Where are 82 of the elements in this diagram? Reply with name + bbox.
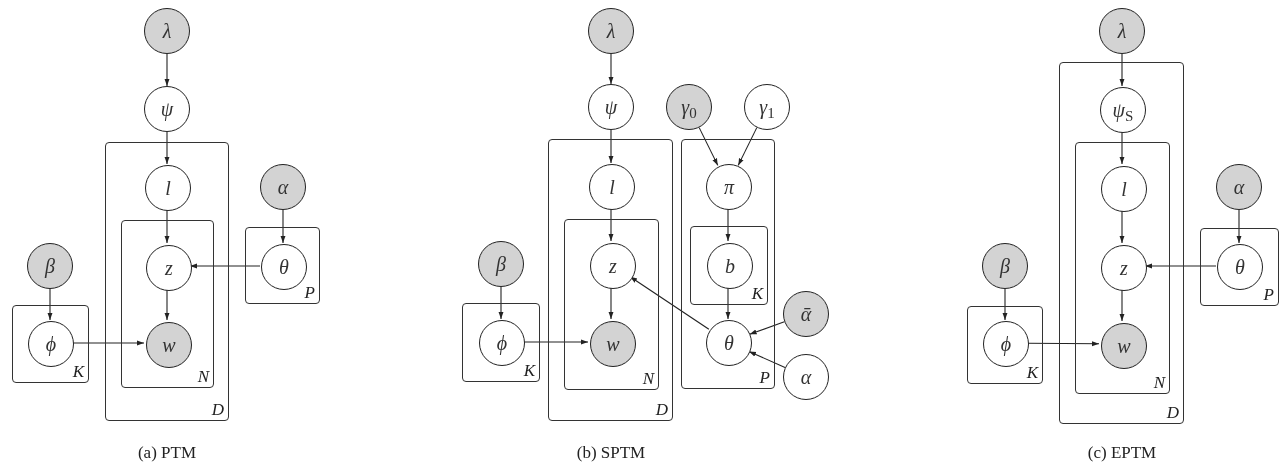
variable-symbol: ϕ xyxy=(1000,333,1012,355)
variable-symbol: λ xyxy=(606,20,616,42)
arrow xyxy=(72,340,145,346)
plate-box xyxy=(564,219,659,390)
plate-label: P xyxy=(1263,285,1274,305)
variable-symbol: w xyxy=(606,333,620,355)
arrow xyxy=(164,209,170,244)
plate-label: N xyxy=(642,369,654,389)
variable-symbol: α xyxy=(277,176,289,198)
variable-symbol: β xyxy=(1000,255,1010,277)
arrow xyxy=(498,286,504,320)
arrow xyxy=(725,208,731,242)
variable-symbol: l xyxy=(1121,178,1127,200)
variable-symbol: w xyxy=(162,334,176,356)
plate-box xyxy=(462,303,540,382)
arrow xyxy=(737,127,758,166)
variable-symbol: θ xyxy=(1235,256,1245,278)
plate-box xyxy=(105,142,229,421)
subfigure-caption: (a) PTM xyxy=(137,442,197,464)
arrow xyxy=(47,288,53,321)
variable-symbol: α xyxy=(800,366,812,388)
variable-symbol: w xyxy=(1117,335,1131,357)
plate-label: K xyxy=(1026,363,1038,383)
variable-symbol: θ xyxy=(279,256,289,278)
plate-box xyxy=(121,220,214,388)
variable-symbol: z xyxy=(165,257,173,279)
variable-symbol: ϕ xyxy=(45,333,57,355)
arrow xyxy=(1027,341,1100,347)
arrow xyxy=(523,339,589,345)
variable-symbol: ᾱ xyxy=(800,303,812,325)
variable-symbol: γ$_{0}$ xyxy=(681,96,697,118)
plate-label: K xyxy=(751,284,763,304)
variable-symbol: ψ xyxy=(160,98,174,120)
arrow xyxy=(1236,209,1242,244)
subfigure-caption: (c) EPTM xyxy=(1087,442,1157,464)
variable-symbol: α xyxy=(1233,176,1245,198)
arrow xyxy=(608,129,614,164)
arrow xyxy=(1119,53,1125,87)
variable-symbol: ϕ xyxy=(496,332,508,354)
variable-symbol: π xyxy=(724,176,734,198)
plate-label: K xyxy=(523,361,535,381)
plate-box xyxy=(967,306,1043,384)
plate-box xyxy=(690,226,768,305)
variable-symbol: θ xyxy=(724,332,734,354)
plate-label: D xyxy=(1166,403,1179,423)
plate-label: D xyxy=(211,400,224,420)
variable-symbol: λ xyxy=(162,20,172,42)
plate-label: K xyxy=(72,362,84,382)
plate-label: N xyxy=(1153,373,1165,393)
variable-symbol: z xyxy=(1120,257,1128,279)
plate-label: N xyxy=(197,367,209,387)
plate-box xyxy=(12,305,89,383)
variable-symbol: ψ xyxy=(604,96,618,118)
plate-label: P xyxy=(759,368,770,388)
arrow xyxy=(164,131,170,165)
arrow xyxy=(164,53,170,87)
plate-box xyxy=(681,139,775,389)
variable-symbol: β xyxy=(45,255,55,277)
plate-box xyxy=(548,139,673,421)
plate-box xyxy=(245,227,320,304)
arrow xyxy=(1119,131,1125,165)
arrow xyxy=(608,53,614,85)
variable-symbol: z xyxy=(609,255,617,277)
variable-symbol: b xyxy=(725,255,735,277)
arrow xyxy=(698,127,719,166)
variable-symbol: l xyxy=(609,176,615,198)
plate-box xyxy=(1075,142,1170,394)
plate-label: P xyxy=(304,283,315,303)
variable-symbol: l xyxy=(165,177,171,199)
plate-box xyxy=(1059,62,1184,424)
variable-symbol: λ xyxy=(1117,20,1127,42)
arrow xyxy=(629,276,710,330)
variable-symbol: β xyxy=(496,253,506,275)
subfigure-caption: (b) SPTM xyxy=(576,442,646,464)
arrow xyxy=(280,209,286,244)
variable-symbol: γ$_{1}$ xyxy=(759,96,775,118)
arrow xyxy=(749,321,785,335)
arrow xyxy=(608,208,614,242)
variable-symbol: ψ$_{S}$ xyxy=(1112,99,1134,121)
plate-label: D xyxy=(655,400,668,420)
arrow xyxy=(1002,288,1008,321)
plate-box xyxy=(1200,228,1279,306)
